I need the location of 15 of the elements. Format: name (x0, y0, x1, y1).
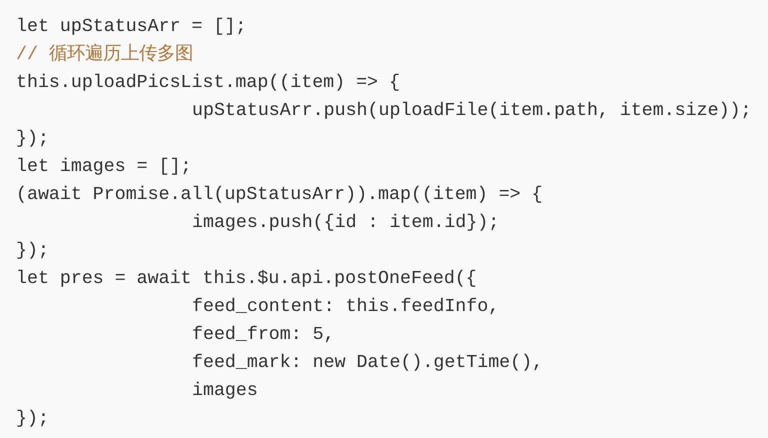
code-line: let images = []; (16, 156, 192, 179)
code-line: feed_from: 5, (192, 324, 335, 347)
code-line: images (192, 380, 258, 403)
code-comment: // 循环遍历上传多图 (16, 43, 193, 67)
code-line: }); (16, 240, 49, 263)
code-line: feed_content: this.feedInfo, (192, 296, 500, 319)
code-line: }); (16, 408, 49, 431)
code-line: images.push({id : item.id}); (192, 212, 500, 235)
code-line: let upStatusArr = []; (16, 16, 246, 39)
code-line: let pres = await this.$u.api.postOneFeed({ (16, 268, 477, 291)
code-line: this.uploadPicsList.map((item) => { (16, 72, 400, 95)
code-line: feed_mark: new Date().getTime(), (192, 352, 544, 375)
code-line: (await Promise.all(upStatusArr)).map((item) => { (16, 184, 543, 207)
code-line: upStatusArr.push(uploadFile(item.path, item.size)); (192, 100, 752, 123)
code-line: }); (16, 128, 49, 151)
